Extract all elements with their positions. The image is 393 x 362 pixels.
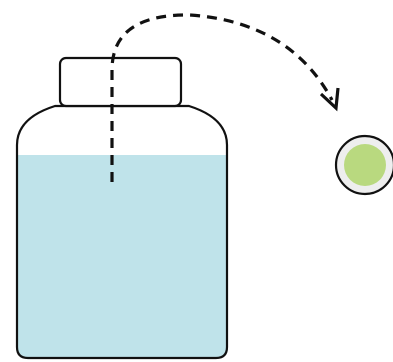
lid-icon: [60, 58, 181, 106]
liquid-fill: [17, 155, 227, 358]
green-disc-icon: [344, 144, 386, 186]
